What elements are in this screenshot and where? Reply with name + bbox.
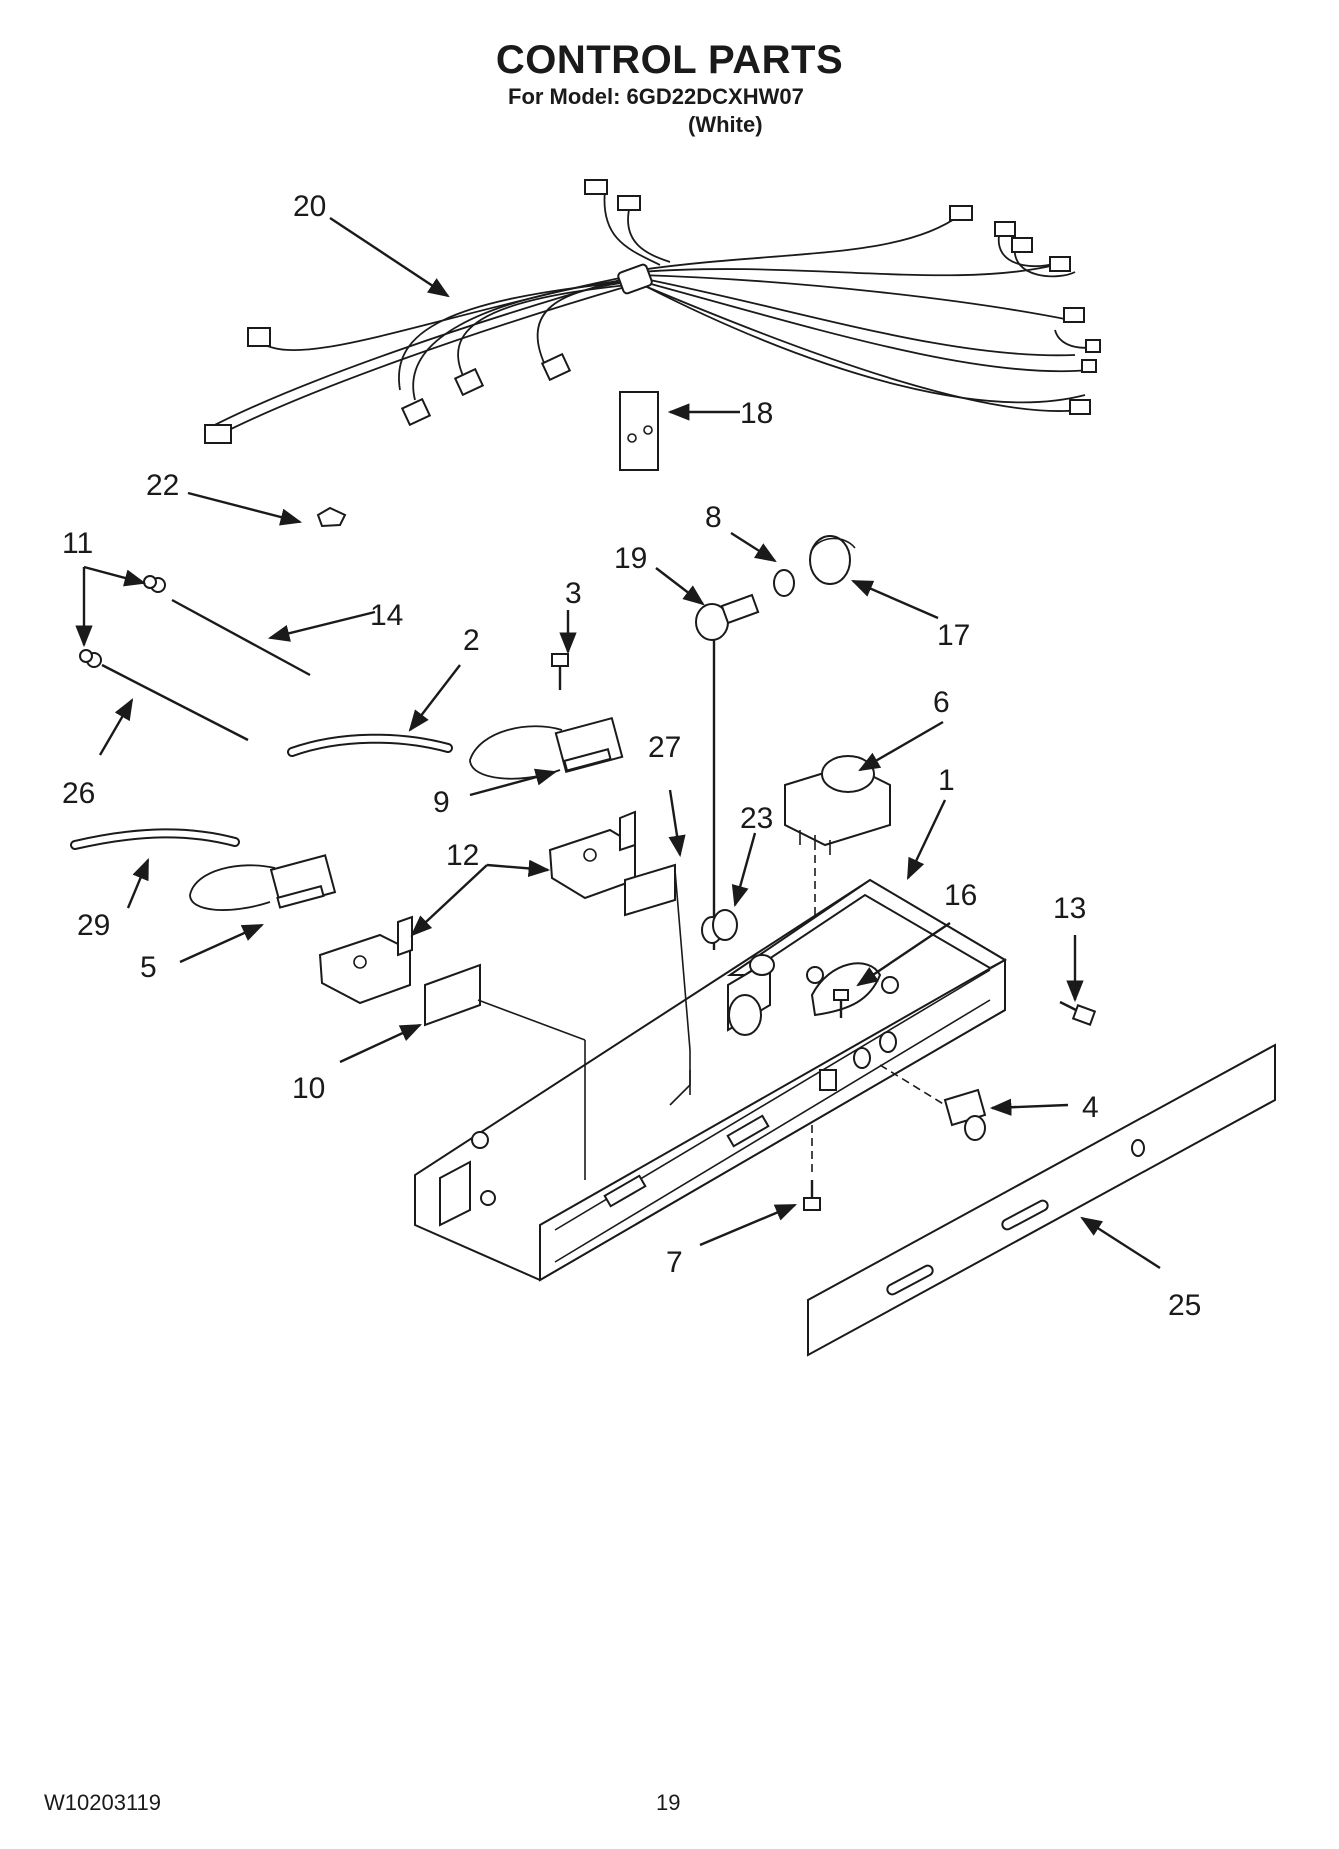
- callout-11: 11: [62, 527, 93, 560]
- model-line: For Model: 6GD22DCXHW07: [508, 84, 804, 109]
- switch-9: [469, 716, 624, 780]
- bracket-12a: [548, 810, 636, 900]
- screw-7: [803, 1125, 821, 1211]
- callout-22: 22: [146, 469, 179, 502]
- callout-25: 25: [1168, 1289, 1201, 1322]
- callout-4: 4: [1082, 1091, 1099, 1124]
- screw-16: [833, 989, 849, 1018]
- clip: [316, 506, 347, 528]
- grommet-23: [701, 909, 738, 944]
- callout-2: 2: [463, 624, 480, 657]
- callout-19: 19: [614, 542, 647, 575]
- callout-7: 7: [666, 1246, 683, 1279]
- switch-4: [879, 1064, 987, 1141]
- wire-harness: [204, 179, 1101, 444]
- light-assembly: [695, 535, 856, 950]
- page-number: 19: [656, 1790, 681, 1815]
- callout-16: 16: [944, 879, 977, 912]
- callout-leaders: [75, 216, 1161, 1270]
- switch-5: [189, 854, 337, 911]
- hose-29-inner: [72, 830, 238, 848]
- callout-17: 17: [937, 619, 970, 652]
- callout-10: 10: [292, 1072, 325, 1105]
- callout-3: 3: [565, 577, 582, 610]
- callout-18: 18: [740, 397, 773, 430]
- callout-12: 12: [446, 839, 479, 872]
- callout-labels: 20 18 22 11 14 19 8 17 3 2 26 27 9 6 1 2…: [62, 190, 1201, 1322]
- callout-14: 14: [370, 599, 403, 632]
- trim-strip: [807, 1043, 1276, 1357]
- callout-1: 1: [938, 764, 955, 797]
- callout-5: 5: [140, 951, 157, 984]
- callout-9: 9: [433, 786, 450, 819]
- screw-13: [1059, 1000, 1097, 1026]
- callout-23: 23: [740, 802, 773, 835]
- label-27: [624, 863, 676, 917]
- callout-6: 6: [933, 686, 950, 719]
- defrost-timer: [784, 755, 891, 960]
- document-number: W10203119: [44, 1790, 162, 1815]
- label-10: [424, 963, 481, 1027]
- tubes-grommets: [79, 575, 311, 742]
- color-line: (White): [688, 112, 763, 137]
- page-title: CONTROL PARTS: [495, 38, 844, 82]
- callout-29: 29: [77, 909, 110, 942]
- callout-13: 13: [1053, 892, 1086, 925]
- hose-2-inner: [289, 735, 451, 755]
- mounting-plate: [619, 391, 659, 471]
- callout-27: 27: [648, 731, 681, 764]
- callout-26: 26: [62, 777, 95, 810]
- bracket-12b: [318, 915, 413, 1005]
- callout-8: 8: [705, 501, 722, 534]
- callout-20: 20: [293, 190, 326, 223]
- screw-3: [551, 653, 569, 690]
